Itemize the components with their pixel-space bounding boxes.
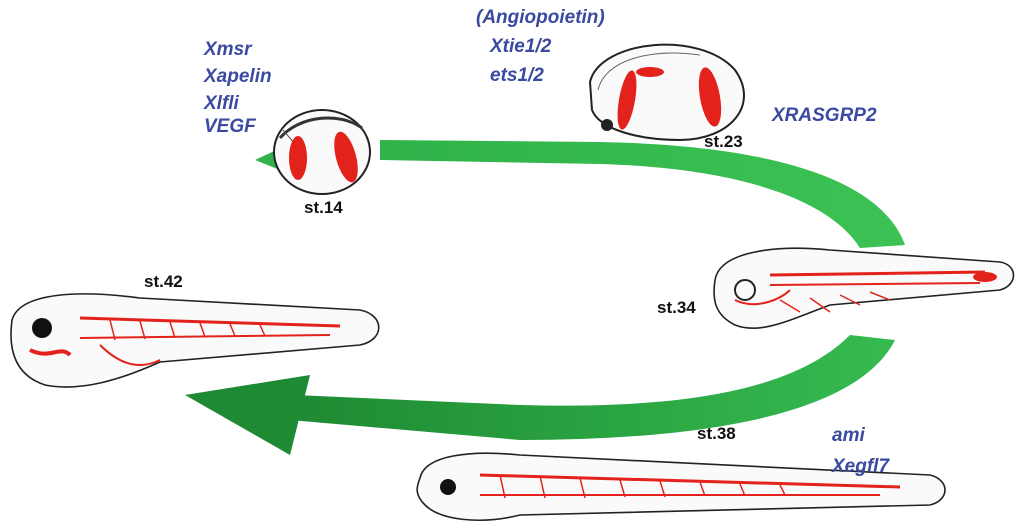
lower-cycle-arrow	[290, 335, 895, 440]
stage-label-st14: st.14	[304, 198, 343, 218]
gene-label: XRASGRP2	[772, 104, 877, 127]
stage-label-st38: st.38	[697, 424, 736, 444]
gene-label: VEGF	[204, 115, 272, 138]
stage-label-st42: st.42	[144, 272, 183, 292]
gene-label: (Angiopoietin)	[476, 6, 605, 29]
gene-label: ami	[832, 424, 889, 447]
embryo-st14	[274, 110, 370, 194]
lower-arrow-head	[185, 375, 310, 455]
embryo-st23	[590, 45, 744, 140]
gene-label: Xapelin	[204, 65, 272, 88]
embryo-st34	[714, 248, 1013, 328]
gene-label: Xtie1/2	[490, 35, 605, 58]
stage-label-st34: st.34	[657, 298, 696, 318]
gene-group-late: ami Xegfl7	[832, 424, 889, 478]
upper-cycle-arrow	[380, 140, 905, 248]
stage-label-st23: st.23	[704, 132, 743, 152]
gene-group-early: Xmsr Xapelin Xlfli VEGF	[204, 38, 272, 138]
gene-group-mid: XRASGRP2	[772, 104, 877, 127]
gene-group-st23: (Angiopoietin) Xtie1/2 ets1/2	[476, 6, 605, 87]
embryo-st42	[11, 294, 379, 387]
gene-label: ets1/2	[490, 64, 605, 87]
gene-label: Xegfl7	[832, 455, 889, 478]
gene-label: Xlfli	[204, 92, 272, 115]
gene-label: Xmsr	[204, 38, 272, 61]
